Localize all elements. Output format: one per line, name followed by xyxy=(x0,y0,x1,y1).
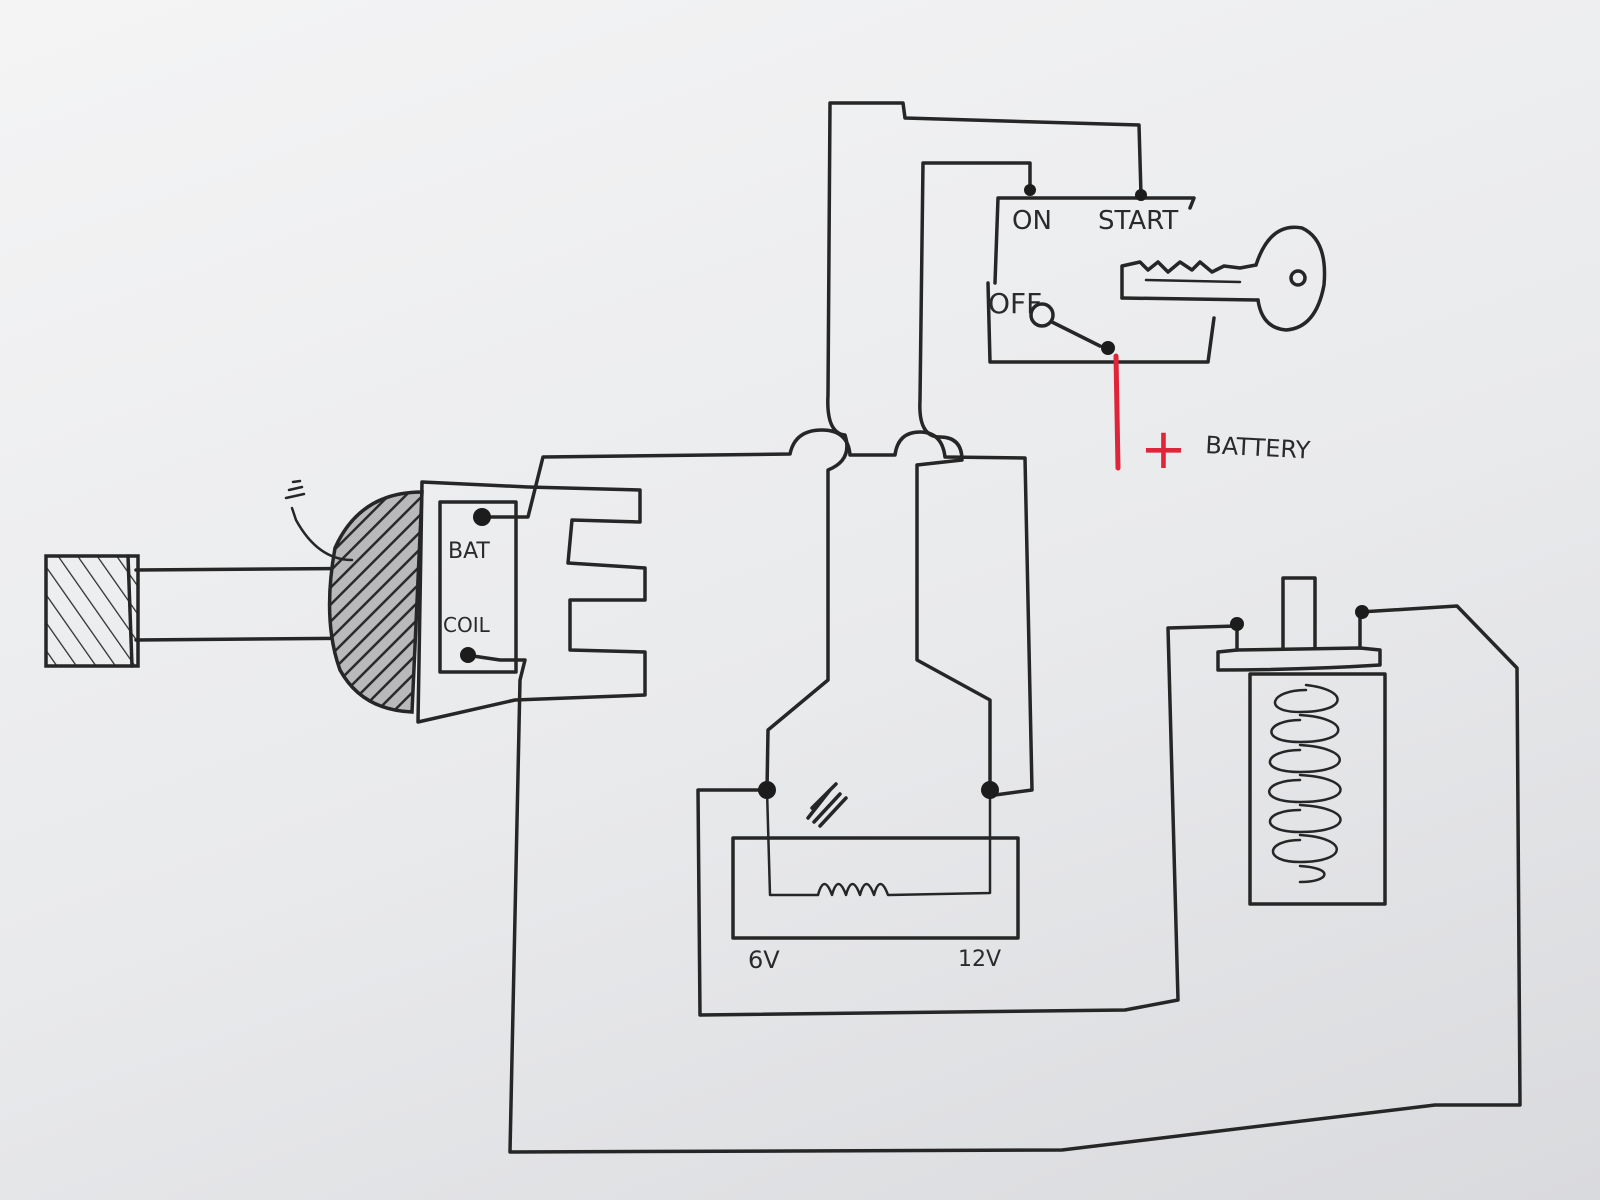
ballast-resistor: 6V 12V xyxy=(731,781,1020,974)
switch-off-label: OFF xyxy=(988,287,1042,320)
switch-blade xyxy=(1050,320,1102,348)
alternator-terminal-plate xyxy=(438,500,518,674)
battery-label: BATTERY xyxy=(1205,431,1312,464)
alt-bat-label: BAT xyxy=(448,539,490,564)
coil-right-terminal xyxy=(1355,605,1369,619)
battery-positive-sign: + xyxy=(1140,417,1187,482)
ignition-switch: ON START OFF xyxy=(986,184,1327,364)
coil-cap xyxy=(1216,646,1382,672)
alt-bat-terminal xyxy=(473,508,491,526)
wire-6v-to-coil-left xyxy=(696,624,1239,1017)
key-icon xyxy=(1120,225,1327,332)
coil-can xyxy=(1248,672,1387,906)
resistor-12v-label: 12V xyxy=(958,947,1001,972)
switch-common-terminal xyxy=(1101,341,1115,355)
resistor-element xyxy=(765,788,992,897)
wire-on-to-resistor-12v xyxy=(915,161,1032,792)
coil-left-terminal xyxy=(1230,617,1244,631)
switch-off-terminal xyxy=(1029,302,1055,328)
wire-bat-to-resistor-12v xyxy=(480,428,1034,797)
switch-on-terminal xyxy=(1024,184,1036,196)
switch-start-label: START xyxy=(1098,206,1178,236)
battery-connection: + BATTERY xyxy=(1113,353,1312,482)
wire-coil-right-to-alt-coil xyxy=(471,604,1522,1154)
alt-coil-label: COIL xyxy=(443,613,491,637)
resistor-12v-terminal xyxy=(981,781,999,799)
alternator: BAT COIL xyxy=(44,479,647,724)
scribble-mark xyxy=(806,782,848,828)
coil-tower xyxy=(1281,576,1317,650)
resistor-body xyxy=(731,836,1020,940)
resistor-6v-label: 6V xyxy=(748,946,780,974)
switch-start-terminal xyxy=(1135,189,1147,201)
alternator-body xyxy=(416,480,647,724)
switch-housing xyxy=(986,196,1216,364)
ground-icon xyxy=(284,479,354,562)
battery-positive-wire xyxy=(1113,353,1121,471)
alt-coil-terminal xyxy=(460,647,476,663)
wire-start-to-resistor-6v xyxy=(765,101,1143,792)
ignition-coil xyxy=(1216,576,1387,906)
resistor-6v-terminal xyxy=(758,781,776,799)
alternator-pulley xyxy=(44,554,140,668)
alternator-front-housing xyxy=(327,490,424,714)
switch-on-label: ON xyxy=(1012,206,1052,236)
coil-winding xyxy=(1268,683,1342,884)
